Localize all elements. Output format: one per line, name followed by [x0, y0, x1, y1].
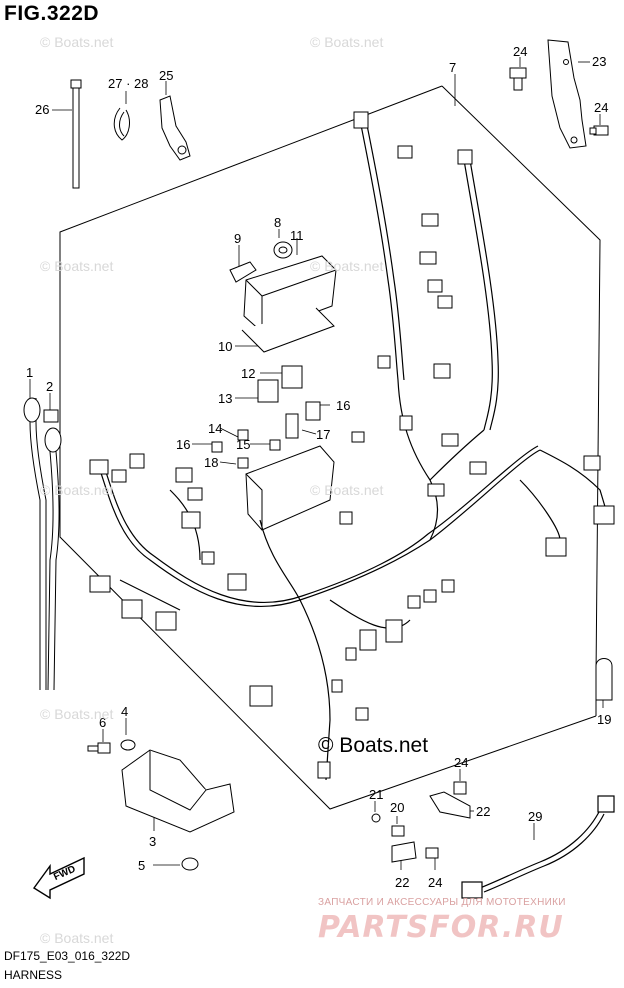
clamp-part	[159, 95, 191, 161]
watermark-text: © Boats.net	[310, 482, 384, 498]
callout-9: 9	[234, 231, 241, 246]
callout-6: 6	[99, 715, 106, 730]
sub-harness-part	[461, 795, 615, 899]
callout-16: 16	[336, 398, 350, 413]
main-harness-part	[99, 119, 607, 781]
fuse-box-part	[229, 241, 337, 353]
watermark-text: © Boats.net	[40, 482, 114, 498]
bolt-part	[509, 67, 609, 136]
callout-11: 11	[290, 228, 304, 243]
relay-fuse-parts	[211, 365, 335, 531]
watermark-main: © Boats.net	[318, 734, 429, 757]
callout-8: 8	[274, 215, 281, 230]
watermark-text: © Boats.net	[40, 258, 114, 274]
callout-5: 5	[138, 858, 145, 873]
clip-part	[113, 107, 130, 141]
callout-14: 14	[208, 421, 222, 436]
watermark-text: © Boats.net	[310, 34, 384, 50]
callout-23: 23	[592, 54, 606, 69]
callout-17: 17	[316, 427, 330, 442]
callout-16: 16	[176, 437, 190, 452]
watermark-text: © Boats.net	[310, 258, 384, 274]
callout-12: 12	[241, 366, 255, 381]
callout-24: 24	[513, 44, 527, 59]
battery-cable-part	[23, 397, 62, 691]
callout-20: 20	[390, 800, 404, 815]
figure-title: FIG.322D	[4, 2, 100, 25]
callout-19: 19	[597, 712, 611, 727]
callout-labels: 7 24 23 24 26 27 · 28 25 8 9 11 10 12 13…	[26, 44, 611, 890]
lower-bracket-part	[87, 739, 235, 871]
callout-22: 22	[476, 804, 490, 819]
callout-24: 24	[428, 875, 442, 890]
callout-26: 26	[35, 102, 49, 117]
diagram-title: HARNESS	[4, 968, 63, 982]
lower-clamp-parts	[371, 781, 471, 863]
shop-tagline: ЗАПЧАСТИ И АКСЕССУАРЫ ДЛЯ МОТОТЕХНИКИ	[318, 897, 566, 908]
watermark-text: © Boats.net	[40, 706, 114, 722]
watermark-text: © Boats.net	[40, 930, 114, 946]
callout-18: 18	[204, 455, 218, 470]
callout-29: 29	[528, 809, 542, 824]
callout-24: 24	[594, 100, 608, 115]
callout-15: 15	[236, 437, 250, 452]
callout-10: 10	[218, 339, 232, 354]
callout-2: 2	[46, 379, 53, 394]
shop-logo: PARTSFOR.RU	[318, 910, 564, 945]
callout-7: 7	[449, 60, 456, 75]
assembly-outline	[59, 85, 601, 810]
callout-4: 4	[121, 704, 128, 719]
callout-3: 3	[149, 834, 156, 849]
callout-13: 13	[218, 391, 232, 406]
callout-22: 22	[395, 875, 409, 890]
connector-parts	[89, 111, 615, 779]
diagram-code: DF175_E03_016_322D	[4, 949, 131, 963]
callout-1: 1	[26, 365, 33, 380]
cable-tie-part	[70, 79, 82, 189]
callout-25: 25	[159, 68, 173, 83]
callout-27-28: 27 · 28	[108, 76, 148, 91]
callout-21: 21	[369, 787, 383, 802]
cap-part	[595, 658, 613, 701]
watermark-text: © Boats.net	[40, 34, 114, 50]
fwd-arrow-icon: FWD	[32, 856, 85, 900]
callout-24: 24	[454, 755, 468, 770]
bracket-part	[547, 39, 587, 149]
